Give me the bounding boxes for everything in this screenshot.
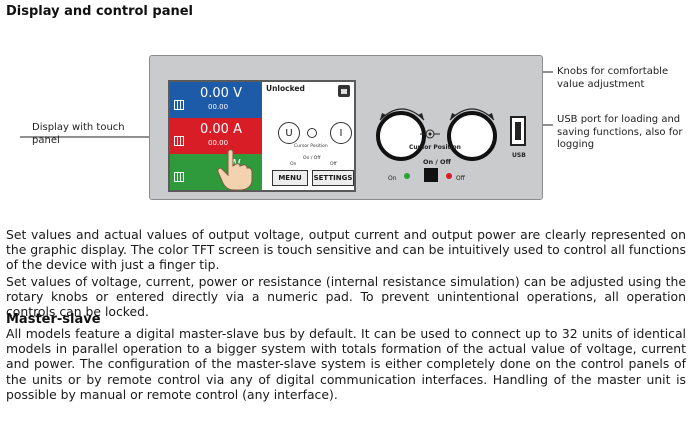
voltage-actual-value: 00.00 xyxy=(208,103,229,111)
current-set-value: 0.00 A xyxy=(200,122,242,137)
lock-status: Unlocked xyxy=(266,84,305,93)
cursor-ring-icon xyxy=(307,128,317,138)
callout-knobs: Knobs for comfortable value adjustment xyxy=(557,66,669,90)
screen-off-label: Off xyxy=(330,162,337,167)
rotary-knob-right[interactable] xyxy=(447,111,497,161)
knob-rotation-arrows-icon xyxy=(379,108,495,121)
cursor-position-icon xyxy=(420,129,440,139)
usb-label: USB xyxy=(512,152,526,159)
off-led-icon xyxy=(446,173,452,179)
power-button[interactable] xyxy=(424,168,438,182)
cursor-position-label: Cursor Position xyxy=(409,144,461,151)
paragraph-master-slave: All models feature a digital master-slav… xyxy=(6,326,686,402)
paragraph-display: Set values and actual values of output v… xyxy=(6,227,686,273)
section-heading-display: Display and control panel xyxy=(6,4,194,19)
voltage-set-value: 0.00 V xyxy=(200,86,242,101)
on-led-icon xyxy=(404,173,410,179)
menu-button[interactable]: MENU xyxy=(272,170,308,186)
grid-icon xyxy=(174,136,184,146)
knob-u-icon: U xyxy=(278,122,300,144)
callout-usb: USB port for loading and saving function… xyxy=(557,114,683,150)
knob-i-icon: I xyxy=(330,122,352,144)
tft-display[interactable]: 0.00 V 00.00 0.00 A 00.00 W Unlocked U I… xyxy=(168,80,356,192)
settings-button[interactable]: SETTINGS xyxy=(312,170,354,186)
section-heading-master-slave: Master-slave xyxy=(6,312,101,327)
current-cell[interactable]: 0.00 A 00.00 xyxy=(170,118,262,154)
lock-icon[interactable] xyxy=(338,85,350,97)
onoff-label: On / Off xyxy=(423,158,451,166)
off-label: Off xyxy=(456,175,465,182)
screen-on-label: On xyxy=(290,162,297,167)
paragraph-controls: Set values of voltage, current, power or… xyxy=(6,274,686,320)
rotary-knob-left[interactable] xyxy=(376,111,426,161)
hand-icon xyxy=(217,149,253,191)
screen-cursor-label: Cursor Position xyxy=(294,144,328,149)
screen-onoff-label: On / Off xyxy=(303,156,321,161)
on-label: On xyxy=(388,175,397,182)
current-actual-value: 00.00 xyxy=(208,139,229,147)
usb-port-icon[interactable] xyxy=(510,116,526,146)
grid-icon xyxy=(174,100,184,110)
device-front-panel: 0.00 V 00.00 0.00 A 00.00 W Unlocked U I… xyxy=(149,55,543,200)
callout-touch-panel: Display with touch panel xyxy=(32,122,125,146)
grid-icon xyxy=(174,172,184,182)
voltage-cell[interactable]: 0.00 V 00.00 xyxy=(170,82,262,118)
